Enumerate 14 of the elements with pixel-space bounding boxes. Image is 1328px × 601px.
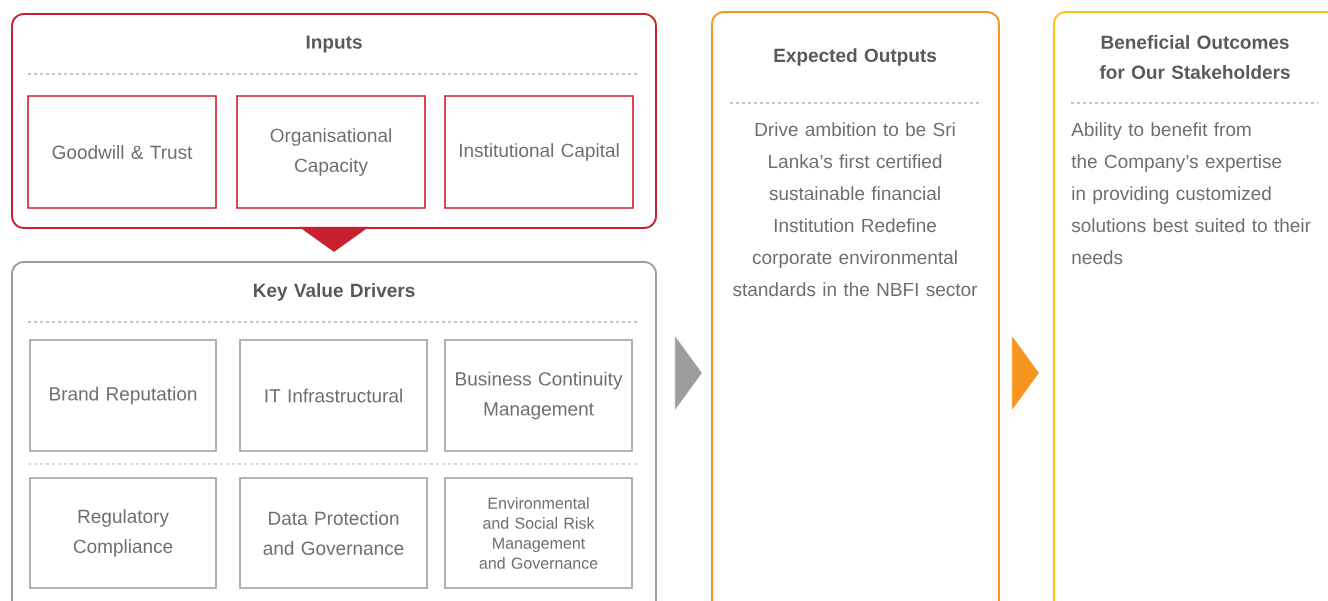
text-box: Environmental and Social Risk Management and Governance	[444, 477, 633, 589]
text-box: Organisational Capacity	[236, 95, 426, 209]
outcome-panel: Beneficial Outcomes for Our Stakeholders Ability to benefit from the Company’s expertise in providing customized solutions best suited to their needs	[1053, 11, 1328, 601]
chevron-arrow	[299, 226, 369, 252]
text-box: Brand Reputation	[29, 339, 217, 452]
chevron-arrow	[1011, 336, 1039, 410]
output-panel: Expected Outputs Drive ambition to be Sri Lanka’s first certified sustainable financial Institution Redefine corporate environmental standards in the NBFI sector	[711, 11, 1000, 601]
text-box: Data Protection and Governance	[239, 477, 428, 589]
text-box: Goodwill & Trust	[27, 95, 217, 209]
text-box: IT Infrastructural	[239, 339, 428, 452]
text-box: Institutional Capital	[444, 95, 634, 209]
text-box: Regulatory Compliance	[29, 477, 217, 589]
chevron-arrow	[674, 336, 702, 410]
text-box: Business Continuity Management	[444, 339, 633, 452]
